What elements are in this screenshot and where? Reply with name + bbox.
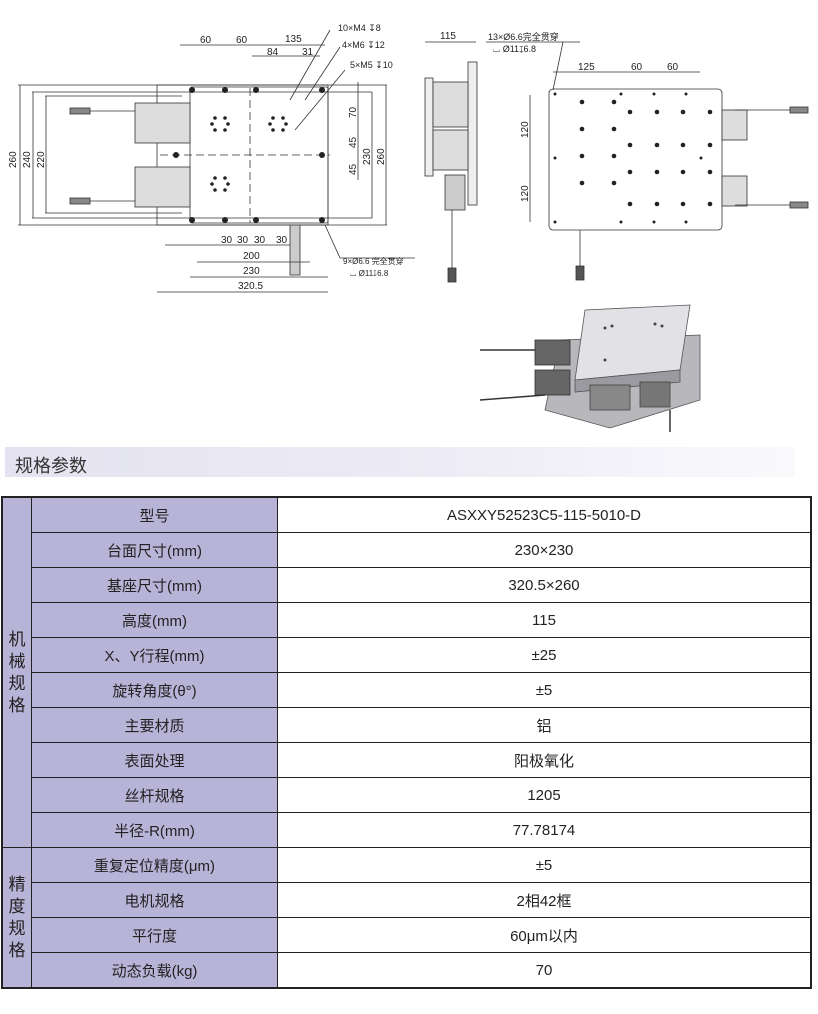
table-row: X、Y行程(mm)±25 bbox=[2, 637, 812, 673]
section-title: 规格参数 bbox=[15, 456, 87, 476]
spec-value: ±5 bbox=[277, 847, 812, 883]
spec-label: 平行度 bbox=[31, 917, 278, 953]
spec-value: 320.5×260 bbox=[277, 567, 812, 603]
table-row: 高度(mm)115 bbox=[2, 602, 812, 638]
dim-30-b: 30 bbox=[237, 235, 249, 246]
spec-value: ASXXY52523C5-115-5010-D bbox=[277, 496, 812, 533]
table-row: 旋转角度(θ°)±5 bbox=[2, 672, 812, 708]
group-cell: 机械规格 bbox=[1, 496, 32, 848]
group-label: 精度规格 bbox=[8, 874, 26, 960]
spec-label: X、Y行程(mm) bbox=[31, 637, 278, 673]
spec-label: 旋转角度(θ°) bbox=[31, 672, 278, 708]
dim-30-d: 30 bbox=[276, 235, 288, 246]
spec-label: 重复定位精度(μm) bbox=[31, 847, 278, 883]
dim-60-a: 60 bbox=[200, 35, 212, 46]
dim-320-5: 320.5 bbox=[238, 281, 263, 292]
dim-240: 240 bbox=[22, 151, 33, 168]
spec-label: 动态负载(kg) bbox=[31, 952, 278, 989]
table-row: 台面尺寸(mm)230×230 bbox=[2, 532, 812, 568]
spec-label: 主要材质 bbox=[31, 707, 278, 743]
dim-60-b: 60 bbox=[236, 35, 248, 46]
group-label: 机械规格 bbox=[8, 629, 26, 715]
dim-260-right: 260 bbox=[376, 148, 387, 165]
spec-value: 铝 bbox=[277, 707, 812, 743]
dim-230-bottom: 230 bbox=[243, 266, 260, 277]
dim-45-a: 45 bbox=[348, 136, 359, 148]
dim-31: 31 bbox=[302, 47, 314, 58]
table-row: 精度规格重复定位精度(μm)±5 bbox=[1, 847, 812, 989]
dim-135: 135 bbox=[285, 34, 302, 45]
spec-label: 电机规格 bbox=[31, 882, 278, 918]
group-cell: 精度规格 bbox=[1, 847, 32, 989]
dim-260-left: 260 bbox=[8, 151, 19, 168]
spec-label: 型号 bbox=[31, 496, 278, 533]
dim-84: 84 bbox=[267, 47, 279, 58]
technical-drawings: 60 60 135 84 31 10×M4 ↧8 4×M6 ↧12 5×M5 ↧… bbox=[8, 23, 809, 432]
dim-230-right: 230 bbox=[362, 148, 373, 165]
dim-120-b: 120 bbox=[520, 185, 531, 202]
spec-label: 台面尺寸(mm) bbox=[31, 532, 278, 568]
spec-label: 高度(mm) bbox=[31, 602, 278, 638]
spec-value: 2相42框 bbox=[277, 882, 812, 918]
spec-value: 115 bbox=[277, 602, 812, 638]
spec-label: 表面处理 bbox=[31, 742, 278, 778]
bottom-view-drawing: 13×Ø6.6完全贯穿 ⌴ Ø11↧6.8 125 60 60 120 120 bbox=[486, 31, 809, 281]
dim-220: 220 bbox=[36, 151, 47, 168]
table-row: 基座尺寸(mm)320.5×260 bbox=[2, 567, 812, 603]
dim-60-c: 60 bbox=[631, 62, 643, 73]
hole-note-2: ⌴ Ø11↧6.8 bbox=[350, 269, 389, 278]
bottom-hole-note-2: ⌴ Ø11↧6.8 bbox=[493, 44, 536, 54]
spec-value: ±25 bbox=[277, 637, 812, 673]
spec-value: 230×230 bbox=[277, 532, 812, 568]
spec-value: 阳极氧化 bbox=[277, 742, 812, 778]
bottom-hole-note-1: 13×Ø6.6完全贯穿 bbox=[488, 31, 559, 42]
table-row: 半径-R(mm)77.78174 bbox=[2, 812, 812, 848]
table-row: 表面处理阳极氧化 bbox=[2, 742, 812, 778]
dim-120-a: 120 bbox=[520, 121, 531, 138]
spec-value: 77.78174 bbox=[277, 812, 812, 848]
dim-70: 70 bbox=[348, 106, 359, 118]
dim-30-a: 30 bbox=[221, 235, 233, 246]
top-view-drawing: 60 60 135 84 31 10×M4 ↧8 4×M6 ↧12 5×M5 ↧… bbox=[8, 23, 415, 293]
spec-label: 丝杆规格 bbox=[31, 777, 278, 813]
callout-m4: 10×M4 ↧8 bbox=[338, 23, 381, 33]
table-row: 动态负载(kg)70 bbox=[2, 952, 812, 989]
spec-value: 1205 bbox=[277, 777, 812, 813]
dim-125: 125 bbox=[578, 62, 595, 73]
callout-m6: 4×M6 ↧12 bbox=[342, 40, 385, 50]
section-header: 规格参数 bbox=[5, 447, 795, 477]
callout-m5: 5×M5 ↧10 bbox=[350, 60, 393, 70]
spec-value: 60μm以内 bbox=[277, 917, 812, 953]
dim-200: 200 bbox=[243, 251, 260, 262]
spec-label: 基座尺寸(mm) bbox=[31, 567, 278, 603]
product-3d-render bbox=[479, 304, 701, 432]
hole-note-1: 9×Ø6.6 完全贯穿 bbox=[343, 256, 404, 266]
dim-45-b: 45 bbox=[348, 163, 359, 175]
table-row: 主要材质铝 bbox=[2, 707, 812, 743]
spec-value: 70 bbox=[277, 952, 812, 989]
spec-value: ±5 bbox=[277, 672, 812, 708]
dim-115: 115 bbox=[440, 31, 456, 42]
dim-60-d: 60 bbox=[667, 62, 679, 73]
spec-label: 半径-R(mm) bbox=[31, 812, 278, 848]
dim-30-c: 30 bbox=[254, 235, 266, 246]
side-view-drawing: 115 bbox=[424, 31, 478, 283]
